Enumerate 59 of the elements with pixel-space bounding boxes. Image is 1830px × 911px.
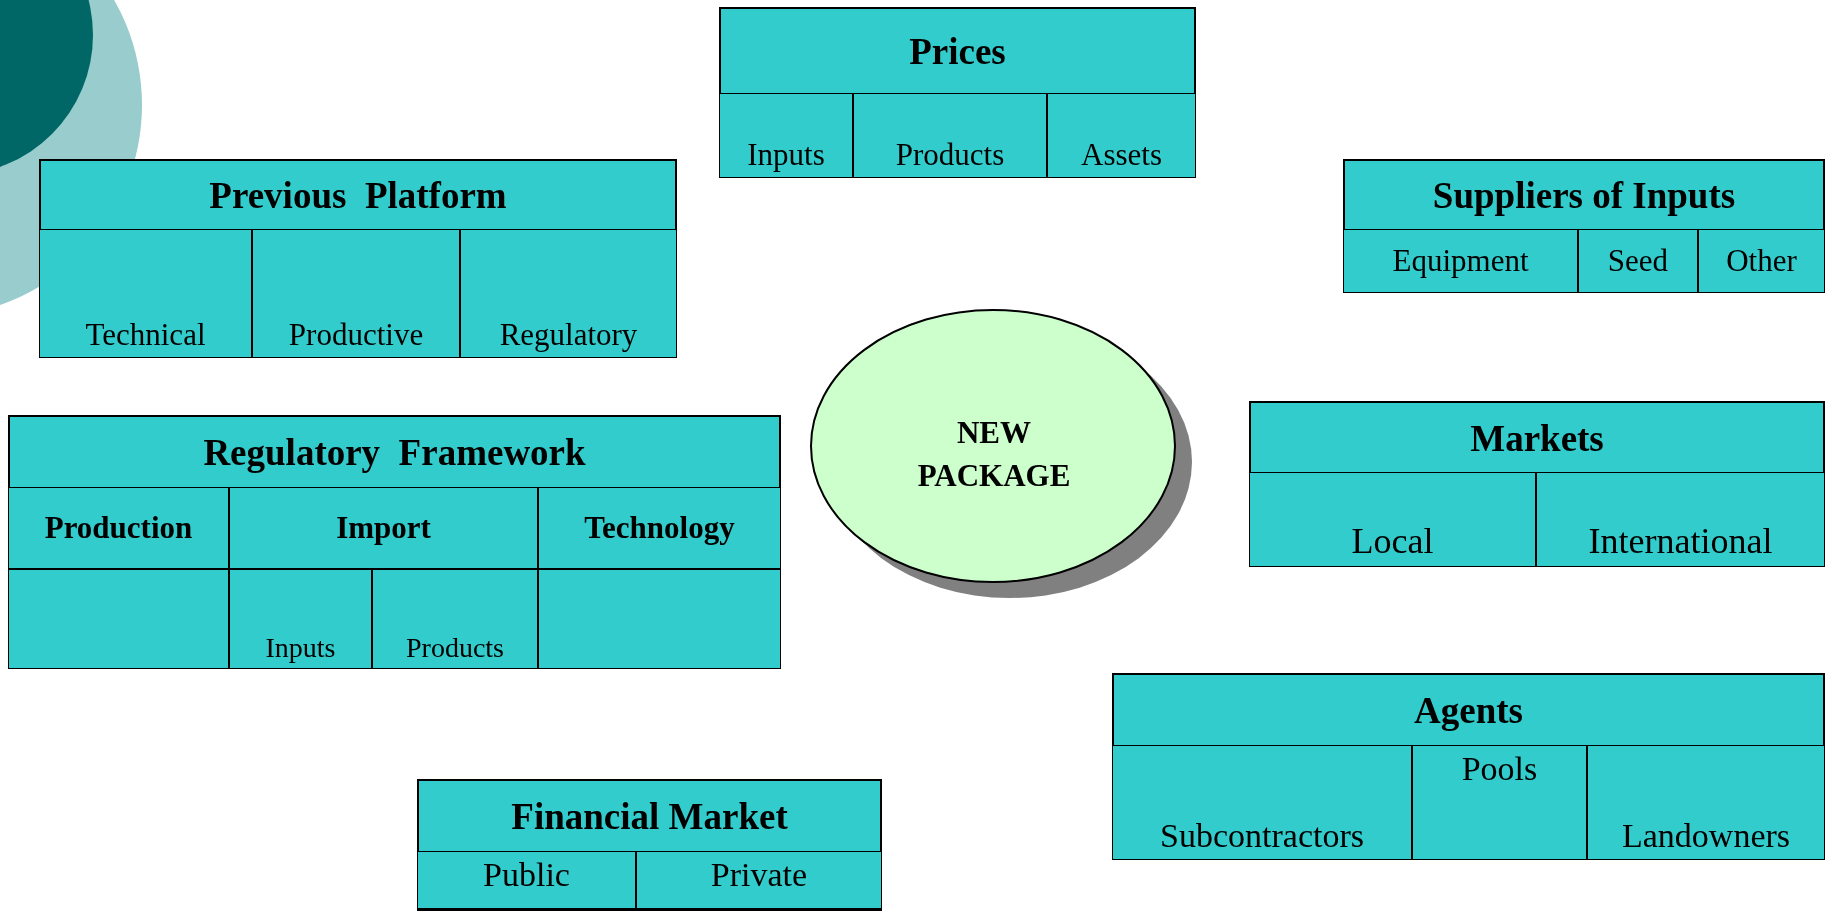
table-cell — [8, 569, 229, 669]
table-cell — [39, 229, 252, 358]
cell-label: Production — [44, 510, 193, 546]
cell-label: Other — [1726, 243, 1797, 279]
table-heading: Regulatory Framework — [202, 431, 587, 474]
table-cell — [538, 487, 781, 569]
cell-label: Private — [710, 856, 808, 894]
cell-label: Technical — [85, 317, 206, 353]
table-background — [1112, 673, 1825, 860]
table-cell — [719, 93, 853, 178]
table-background — [1249, 401, 1825, 567]
table-cell — [229, 487, 538, 569]
table-cell — [1112, 745, 1412, 860]
table-cell — [1249, 472, 1536, 567]
cell-label: Assets — [1081, 137, 1162, 173]
table-cell — [1047, 93, 1196, 178]
table-cell — [1578, 229, 1698, 293]
cell-label: Import — [336, 510, 431, 546]
table-cell — [417, 851, 636, 909]
table-cell — [636, 851, 882, 909]
ellipse-label: NEW PACKAGE — [916, 413, 1072, 495]
table-background — [1343, 159, 1825, 293]
cell-label: Products — [895, 137, 1005, 173]
cell-label: Technology — [584, 510, 735, 546]
table-heading: Financial Market — [510, 795, 789, 838]
table-heading: Prices — [908, 30, 1007, 73]
cell-label: Subcontractors — [1160, 817, 1364, 855]
cell-label: Inputs — [747, 137, 825, 173]
table-cell — [538, 569, 781, 669]
cell-label: Public — [483, 856, 570, 894]
table-cell — [1587, 745, 1825, 860]
table-background — [719, 7, 1196, 178]
table-cell — [1536, 472, 1825, 567]
table-cell — [372, 569, 538, 669]
table-heading: Suppliers of Inputs — [1431, 174, 1737, 217]
table-cell — [1343, 229, 1578, 293]
cell-label: Pools — [1461, 750, 1538, 788]
table-cell — [1698, 229, 1825, 293]
table-cell — [1412, 745, 1587, 860]
table-heading: Agents — [1413, 689, 1524, 732]
cell-label: Landowners — [1621, 817, 1791, 855]
cell-label: Inputs — [265, 632, 336, 664]
table-heading: Markets — [1469, 417, 1605, 460]
cell-label: Equipment — [1392, 243, 1529, 279]
table-background — [417, 779, 882, 911]
cell-label: Regulatory — [499, 317, 638, 353]
table-background — [39, 159, 677, 358]
table-background — [8, 415, 781, 669]
table-cell — [229, 569, 372, 669]
table-cell — [252, 229, 460, 358]
cell-label: International — [1588, 520, 1773, 562]
cell-label: Local — [1351, 520, 1434, 562]
cell-label: Seed — [1607, 243, 1669, 279]
table-cell — [460, 229, 677, 358]
table-heading: Previous Platform — [208, 174, 508, 217]
cell-label: Products — [406, 632, 504, 664]
table-cell — [8, 487, 229, 569]
cell-label: Productive — [288, 317, 424, 353]
table-cell — [853, 93, 1047, 178]
